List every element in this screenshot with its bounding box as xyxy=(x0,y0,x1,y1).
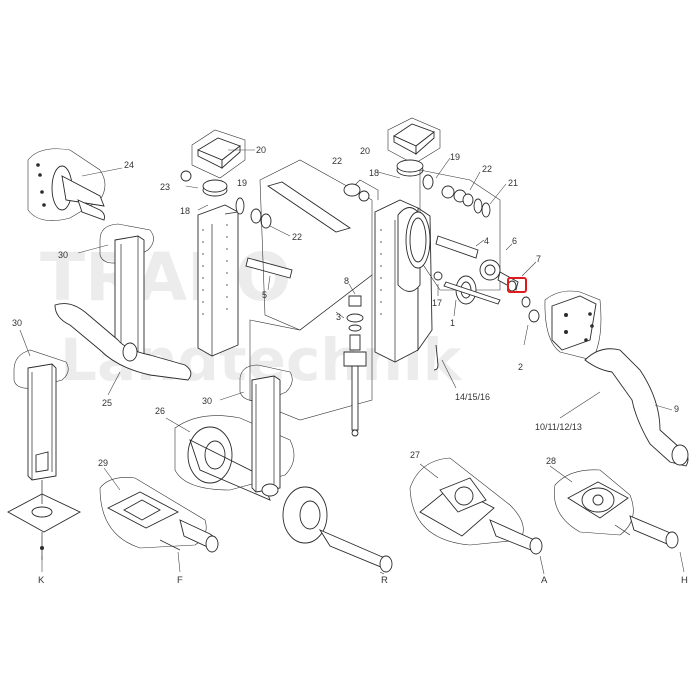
group-outline-center xyxy=(249,159,373,421)
label-30a: 30 xyxy=(58,250,68,260)
central-left-column xyxy=(180,129,291,357)
label-variant-r: R xyxy=(381,575,388,586)
label-22b: 22 xyxy=(332,156,342,166)
label-30b: 30 xyxy=(12,318,22,328)
part-14-15-16-hook xyxy=(433,344,457,389)
part-30-jack-leg-left xyxy=(13,329,69,481)
part-30-jack-leg-center xyxy=(219,364,293,497)
label-3: 3 xyxy=(336,312,341,322)
label-30c: 30 xyxy=(202,396,212,406)
part-foot-k xyxy=(7,480,81,560)
label-22c: 22 xyxy=(482,164,492,174)
label-23: 23 xyxy=(160,182,170,192)
part-25-crank-handle xyxy=(54,303,192,396)
variant-leaders xyxy=(41,551,685,575)
label-25: 25 xyxy=(102,398,112,408)
label-8: 8 xyxy=(344,276,349,286)
part-7-highlight xyxy=(507,277,527,293)
label-18: 18 xyxy=(180,206,190,216)
label-20a: 20 xyxy=(256,145,266,155)
label-19b: 19 xyxy=(450,152,460,162)
label-14-15-16: 14/15/16 xyxy=(455,392,490,402)
part-labels: 24 30 25 30 20 23 19 18 22 5 22 20 18 19… xyxy=(12,145,688,586)
label-9: 9 xyxy=(674,404,679,414)
highlight-frame xyxy=(507,277,527,293)
part-3-spindle xyxy=(335,311,367,437)
part-29-foot-f xyxy=(99,467,219,553)
label-21: 21 xyxy=(508,178,518,188)
label-1: 1 xyxy=(450,318,455,328)
part-8-nut xyxy=(348,283,362,307)
label-variant-h: H xyxy=(681,575,688,586)
label-27: 27 xyxy=(410,450,420,460)
label-22a: 22 xyxy=(292,232,302,242)
label-28: 28 xyxy=(546,456,556,466)
label-variant-f: F xyxy=(177,575,183,586)
label-10-13: 10/11/12/13 xyxy=(535,422,582,432)
label-29: 29 xyxy=(98,458,108,468)
part-9-crank xyxy=(544,290,689,467)
label-variant-a: A xyxy=(541,575,548,586)
part-5-shaft xyxy=(245,257,293,291)
label-17: 17 xyxy=(432,298,442,308)
label-7: 7 xyxy=(536,254,541,264)
part-24-crank-assembly xyxy=(27,148,123,221)
watermark-line1: TRAPO xyxy=(40,239,291,316)
label-4: 4 xyxy=(484,236,489,246)
label-2: 2 xyxy=(518,362,523,372)
part-26-wheel-assembly xyxy=(165,415,393,573)
part-27-foot-a xyxy=(409,457,543,555)
label-variant-k: K xyxy=(38,575,45,586)
right-gear-train xyxy=(405,157,540,346)
label-24: 24 xyxy=(124,160,134,170)
label-19a: 19 xyxy=(237,178,247,188)
part-28-foot-h xyxy=(549,465,679,549)
label-6: 6 xyxy=(512,236,517,246)
label-20b: 20 xyxy=(360,146,370,156)
label-26: 26 xyxy=(155,406,165,416)
label-5: 5 xyxy=(262,290,267,300)
label-18b: 18 xyxy=(369,168,379,178)
